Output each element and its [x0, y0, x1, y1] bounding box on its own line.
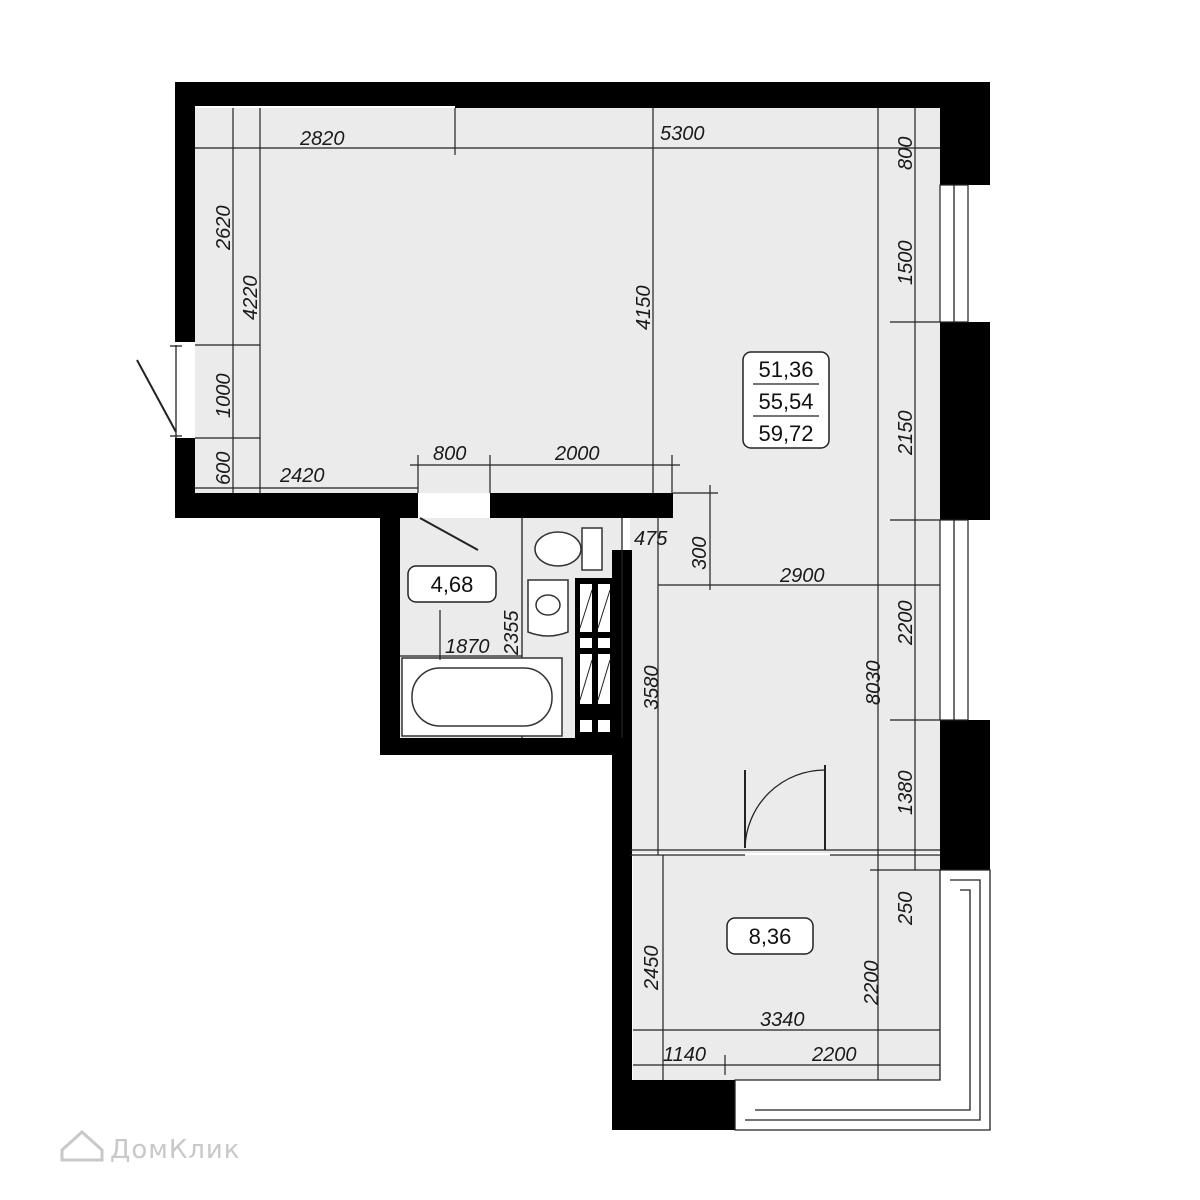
left-wall-upper — [175, 82, 195, 342]
dim-2200-balcony: 2200 — [861, 961, 883, 1007]
corridor-wall — [490, 493, 673, 518]
top-left-wall — [175, 82, 455, 106]
right-pier-2 — [940, 720, 990, 870]
area-with-balcony: 59,72 — [758, 421, 813, 446]
area-box-bathroom — [407, 565, 497, 603]
dim-600: 600 — [213, 452, 235, 485]
dim-2200-bottom: 2200 — [811, 1044, 857, 1066]
entrance-door[interactable] — [136, 345, 182, 438]
dim-250: 250 — [895, 892, 917, 926]
walls — [175, 82, 990, 1130]
dim-2150: 2150 — [895, 411, 917, 457]
corridor-left-wall — [612, 550, 632, 1130]
toilet-icon — [534, 527, 603, 571]
dim-4150: 4150 — [633, 286, 655, 331]
right-pier-1 — [940, 322, 990, 520]
area-labels: 51,36 55,54 59,72 4,68 8,36 — [407, 351, 830, 955]
dim-2420: 2420 — [279, 465, 325, 487]
area-total: 55,54 — [758, 389, 813, 414]
ventilation-shafts — [575, 578, 615, 738]
bathtub-icon — [401, 657, 563, 737]
dim-2000: 2000 — [554, 443, 600, 465]
windows — [734, 184, 991, 1131]
watermark: ДомКлик — [60, 1129, 241, 1165]
dim-4220: 4220 — [240, 276, 262, 321]
dim-5300: 5300 — [660, 123, 705, 145]
dim-8030: 8030 — [863, 661, 885, 706]
right-room-floor — [630, 493, 940, 853]
dim-3580: 3580 — [641, 666, 663, 711]
bathroom-left-wall — [380, 493, 400, 755]
house-logo-icon — [60, 1129, 104, 1162]
area-bathroom: 4,68 — [431, 572, 474, 597]
area-living: 51,36 — [758, 357, 813, 382]
dim-2355: 2355 — [501, 610, 523, 656]
dim-1380: 1380 — [895, 771, 917, 816]
dim-2450: 2450 — [641, 946, 663, 992]
top-wall — [455, 82, 990, 185]
dim-2900: 2900 — [779, 565, 825, 587]
bathroom-door[interactable] — [419, 517, 479, 551]
dim-2200-right: 2200 — [895, 601, 917, 647]
dimension-labels: 2820 5300 800 2620 4220 1000 600 2420 80… — [213, 123, 917, 1066]
bottom-wall — [612, 1080, 735, 1130]
room-door[interactable] — [744, 765, 826, 850]
dim-800-top: 800 — [895, 137, 917, 170]
dim-1870: 1870 — [445, 636, 490, 658]
dim-300: 300 — [689, 537, 711, 570]
floor-areas — [195, 108, 940, 1080]
area-box-balcony — [726, 917, 814, 955]
bottom-left-wall — [175, 493, 418, 518]
dim-2620: 2620 — [213, 206, 235, 252]
dim-800-door: 800 — [433, 443, 466, 465]
watermark-text: ДомКлик — [110, 1135, 241, 1165]
dim-1140: 1140 — [663, 1044, 706, 1066]
balcony-glazing — [734, 869, 991, 1131]
dim-3340: 3340 — [760, 1009, 805, 1031]
balcony-floor — [633, 855, 940, 1080]
bathroom-bottom-wall — [380, 738, 615, 755]
area-box-main — [742, 351, 830, 449]
dim-475: 475 — [634, 528, 668, 550]
area-balcony: 8,36 — [749, 924, 792, 949]
dim-1000: 1000 — [213, 374, 235, 419]
dim-2820: 2820 — [299, 128, 345, 150]
dimension-lines — [195, 108, 940, 1080]
sink-icon — [527, 579, 569, 637]
dim-1500: 1500 — [895, 241, 917, 286]
